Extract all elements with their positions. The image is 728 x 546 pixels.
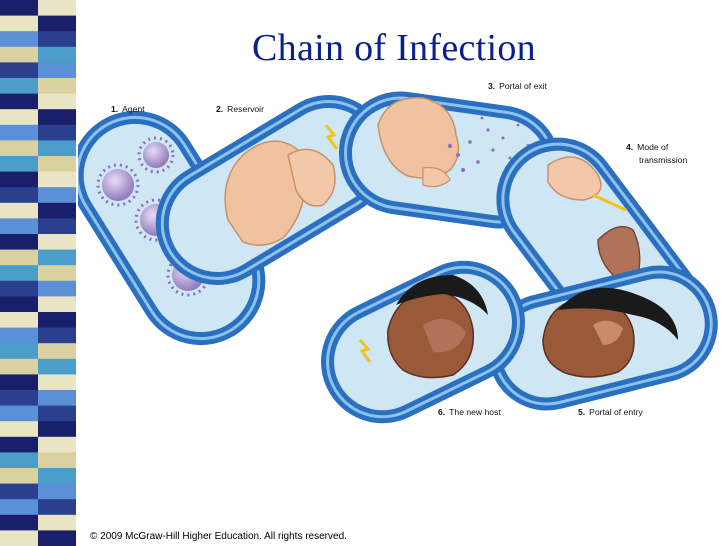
label-portal-of-entry: 5.Portal of entry [578,407,643,417]
stripe-block [38,140,76,157]
slide-title: Chain of Infection [252,27,536,69]
stripe-block [38,249,76,266]
stripe-block [38,0,76,17]
stripe-block [0,327,38,344]
stripe-block [0,109,38,126]
sneezing-person-icon [377,97,530,188]
stripe-block [38,358,76,375]
stripe-block [38,390,76,407]
stripe-block [0,405,38,422]
stripe-block [38,31,76,48]
chain-of-infection-diagram: 1.Agent 2.Reservoir 3.Portal of exit 4.M… [78,81,718,424]
stripe-block [38,46,76,63]
label-reservoir: 2.Reservoir [216,104,264,114]
stripe-block [0,436,38,453]
stripe-block [0,358,38,375]
stripe-block [38,468,76,485]
stripe-block [38,514,76,531]
stripe-block [38,452,76,469]
stripe-block [0,0,38,17]
stripe-block [0,249,38,266]
stripe-block [0,265,38,282]
stripe-block [0,140,38,157]
sick-person-reservoir-icon [224,124,351,246]
stripe-block [0,390,38,407]
stripe-block [38,78,76,95]
stripe-block [38,93,76,110]
stripe-block [38,374,76,391]
stripe-block [0,124,38,141]
stripe-block [0,280,38,297]
stripe-block [38,327,76,344]
stripe-block [0,218,38,235]
stripe-block [38,156,76,173]
label-the-new-host: 6.The new host [438,407,501,417]
hands-passing-pencil-icon [547,156,641,281]
stripe-block [0,296,38,313]
stripe-block [38,265,76,282]
stripe-block [0,171,38,188]
person-touching-eye-icon [542,287,678,378]
stripe-block [0,31,38,48]
stripe-block [0,202,38,219]
stripe-block [0,15,38,32]
stripe-block [0,468,38,485]
stripe-block [0,421,38,438]
stripe-block [38,530,76,546]
stripe-block [0,374,38,391]
stripe-block [0,499,38,516]
stripe-block [0,78,38,95]
stripe-block [38,234,76,251]
new-host-person-icon [358,275,488,379]
stripe-block [38,280,76,297]
stripe-block [38,109,76,126]
stripe-block [0,530,38,546]
stripe-block [38,343,76,360]
stripe-block [38,202,76,219]
stripe-block [0,46,38,63]
label-portal-of-exit: 3.Portal of exit [488,81,548,91]
stripe-block [38,312,76,329]
stripe-block [38,124,76,141]
label-agent: 1.Agent [111,104,145,114]
stripe-block [38,436,76,453]
stripe-block [38,187,76,204]
stripe-block [38,171,76,188]
label-mode-of-transmission-line2: transmission [639,155,687,165]
stripe-block [38,483,76,500]
stripe-block [38,62,76,79]
stripe-block [0,62,38,79]
stripe-block [0,156,38,173]
stripe-block [0,514,38,531]
stripe-block [38,296,76,313]
stripe-block [38,499,76,516]
stripe-block [0,343,38,360]
stripe-block [0,452,38,469]
stripe-block [0,187,38,204]
stripe-block [38,218,76,235]
decorative-stripe-bar [0,0,76,546]
label-mode-of-transmission: 4.Mode of [626,142,669,152]
stripe-block [38,15,76,32]
copyright-footer: © 2009 McGraw-Hill Higher Education. All… [90,531,347,542]
stripe-block [0,93,38,110]
stripe-block [0,312,38,329]
stripe-block [0,483,38,500]
stripe-block [38,405,76,422]
stripe-block [0,234,38,251]
stripe-block [38,421,76,438]
